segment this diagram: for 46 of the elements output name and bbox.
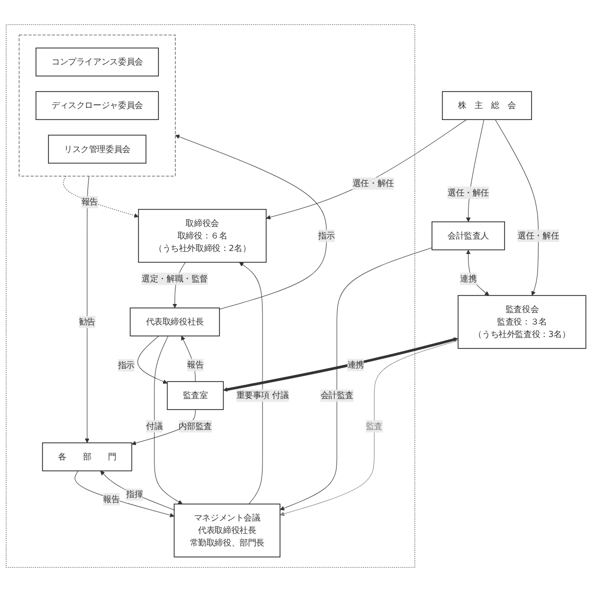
arrow bbox=[132, 409, 196, 446]
arrow bbox=[466, 119, 484, 222]
node-box: マネジメント会議 代表取締役社長 常勤取締役、部門長 bbox=[174, 504, 280, 558]
node-box: 代表取締役社長 bbox=[130, 308, 220, 336]
edge-label: 指揮 bbox=[126, 489, 143, 500]
arrow bbox=[63, 176, 139, 218]
cluster bbox=[6, 24, 416, 568]
arrow bbox=[266, 119, 467, 220]
node-box: リスク管理委員会 bbox=[48, 134, 146, 164]
arrow bbox=[280, 340, 458, 516]
node-box: 株 主 総 会 bbox=[442, 91, 532, 120]
edge-label: 報告 bbox=[187, 360, 204, 370]
arrow bbox=[280, 247, 432, 510]
arrow bbox=[74, 470, 174, 518]
cluster bbox=[18, 34, 176, 176]
edge-label: 報告 bbox=[81, 196, 98, 207]
arrow bbox=[137, 336, 168, 384]
edge-label: 指示 bbox=[118, 360, 134, 370]
node-box: 監査室 bbox=[166, 381, 224, 410]
edge-label: 内部監査 bbox=[178, 421, 212, 431]
arrow bbox=[175, 134, 327, 310]
edge-label: 会計監査 bbox=[320, 390, 354, 400]
edge-label: 勧告 bbox=[78, 316, 96, 327]
edge-label: 選任・解任 bbox=[518, 230, 560, 240]
node-box: 会計監査人 bbox=[432, 221, 505, 250]
arrow bbox=[239, 262, 263, 504]
arrow bbox=[84, 176, 90, 444]
node-box: 監査役会 監査役：３名 （うち社外監査役：3名） bbox=[458, 295, 586, 349]
node-box: 各 部 門 bbox=[42, 442, 132, 472]
arrow bbox=[154, 336, 183, 504]
edge-label: 重要事項 付議 bbox=[236, 390, 289, 400]
edge-label: 連携 bbox=[460, 274, 477, 284]
edge-label: 報告 bbox=[103, 494, 120, 504]
arrow bbox=[494, 119, 539, 296]
node-box: コンプライアンス委員会 bbox=[36, 48, 159, 76]
edge-label: 連携 bbox=[347, 360, 364, 370]
arrow bbox=[100, 470, 174, 510]
node-box: 取締役会 取締役：６名 （うち社外取締役：2名） bbox=[138, 208, 267, 263]
edge-label: 指示 bbox=[318, 230, 335, 240]
edge-label: 選任・解任 bbox=[448, 188, 490, 198]
edge-label: 付議 bbox=[146, 421, 163, 431]
edge-label: 監査 bbox=[366, 421, 383, 431]
arrow bbox=[223, 337, 458, 392]
edge-label: 選定・解職・監督 bbox=[142, 274, 208, 284]
node-box: ディスクロージャ委員会 bbox=[36, 91, 159, 120]
edge-label: 選任・解任 bbox=[352, 178, 394, 188]
